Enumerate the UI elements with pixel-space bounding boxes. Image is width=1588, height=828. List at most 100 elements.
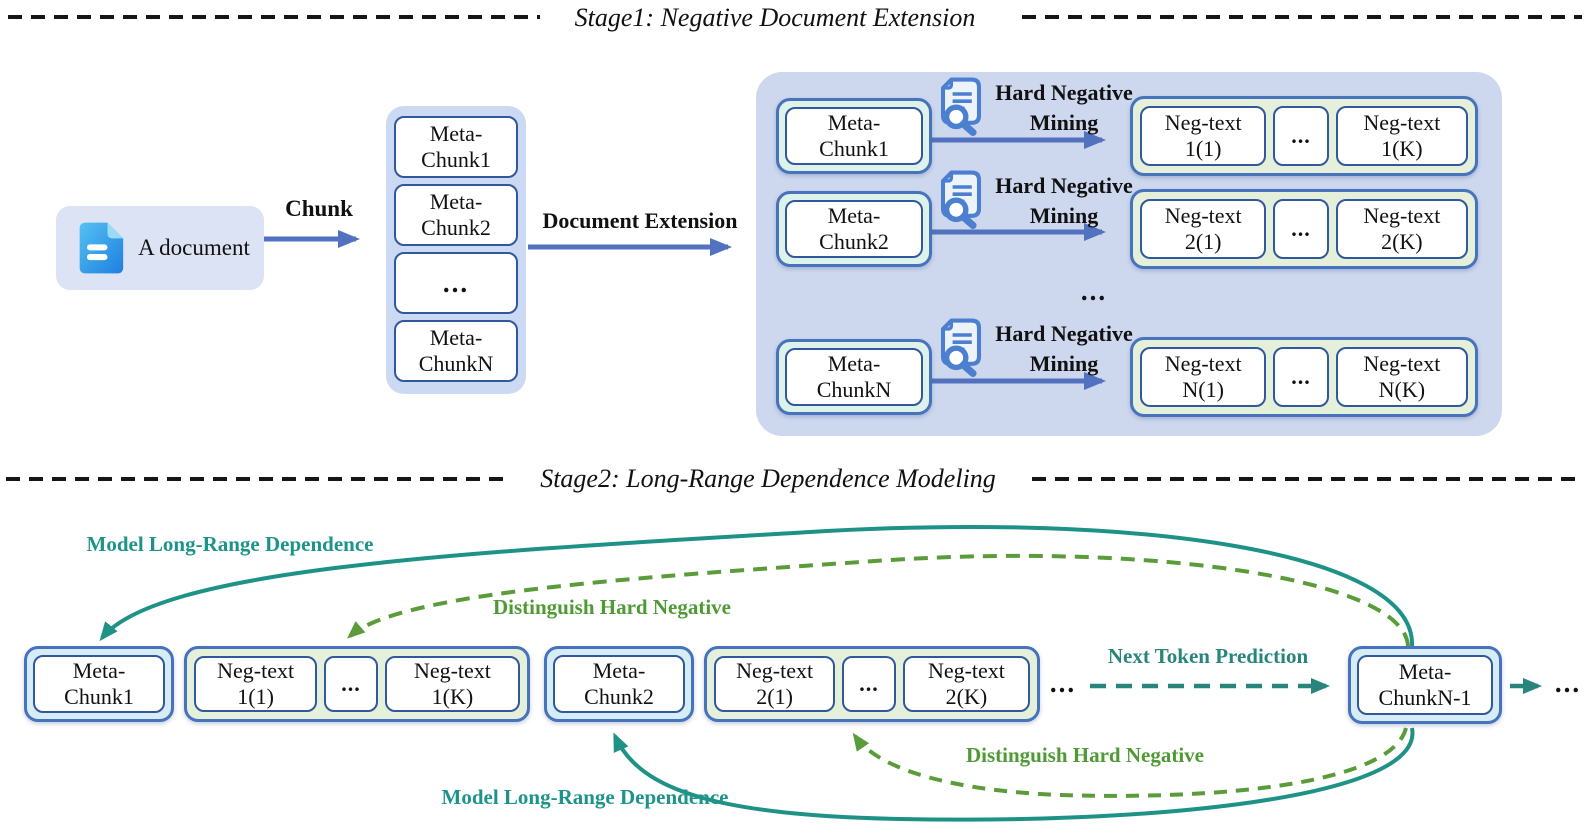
ellipsis: ... <box>1291 123 1311 148</box>
sequence-ellipsis-mid: ... <box>1049 668 1077 698</box>
distinguish-hard-negative-label-top: Distinguish Hard Negative <box>492 595 731 619</box>
rows-ellipsis: ... <box>1080 276 1108 306</box>
box-label-line: Meta- <box>827 110 881 135</box>
neg-text-group-s2: Neg-text 1(1) ... Neg-text 1(K) <box>184 646 530 722</box>
mining-label-line2: Mining <box>1029 110 1099 135</box>
neg-text-ellipsis-box: ... <box>842 656 896 712</box>
document-search-icon <box>940 318 982 377</box>
mining-label: Hard Negative Mining <box>988 171 1140 231</box>
box-label-line: Neg-text <box>736 658 814 683</box>
box-label-line: Meta- <box>827 203 881 228</box>
mining-label: Hard Negative Mining <box>988 78 1140 138</box>
stage1-dash-right <box>1022 15 1582 19</box>
box-label-line: ChunkN-1 <box>1378 685 1472 710</box>
neg-text-group: Neg-text 2(1) ... Neg-text 2(K) <box>1130 189 1478 269</box>
box-label-line: 1(K) <box>1381 136 1423 161</box>
next-token-prediction-label: Next Token Prediction <box>1107 644 1309 668</box>
stage1-title: Stage1: Negative Document Extension <box>574 3 976 32</box>
mining-label-line1: Hard Negative <box>995 173 1133 198</box>
distinguish-hard-negative-label-bottom: Distinguish Hard Negative <box>965 743 1204 767</box>
mining-label-line1: Hard Negative <box>995 321 1133 346</box>
box-label-line: Neg-text <box>1164 110 1242 135</box>
neg-text-ellipsis-box: ... <box>1273 347 1329 407</box>
document-icon <box>79 222 124 274</box>
meta-chunkN1-box-s2: Meta- ChunkN-1 <box>1348 646 1502 724</box>
ellipsis: ... <box>341 671 361 696</box>
box-label-line: 1(1) <box>237 684 274 709</box>
box-label-line: Neg-text <box>413 658 491 683</box>
neg-text-box: Neg-text N(1) <box>1140 347 1267 407</box>
neg-text-box: Neg-text 1(1) <box>1140 106 1267 166</box>
box-label-line: N(K) <box>1378 377 1426 402</box>
meta-chunk1-box-s2: Meta- Chunk1 <box>24 646 174 722</box>
model-long-range-label-top: Model Long-Range Dependence <box>86 532 374 556</box>
box-label-line: N(1) <box>1182 377 1224 402</box>
box-label-line: ChunkN <box>816 377 892 402</box>
neg-text-box: Neg-text 1(K) <box>384 656 520 712</box>
neg-text-box: Neg-text 2(1) <box>1140 199 1267 259</box>
ellipsis: ... <box>1291 364 1311 389</box>
box-label-line: Neg-text <box>1164 203 1242 228</box>
ellipsis: ... <box>1291 216 1311 241</box>
box-label-line: 2(K) <box>1381 229 1423 254</box>
neg-text-box: Neg-text 2(K) <box>902 656 1030 712</box>
box-label-line: Meta- <box>1398 659 1452 684</box>
stage1-dash-left <box>8 15 540 19</box>
box-label-line: Chunk2 <box>421 215 491 240</box>
mining-label-line1: Hard Negative <box>995 80 1133 105</box>
neg-text-box: Neg-text N(K) <box>1335 347 1468 407</box>
box-label-line: Chunk1 <box>64 684 134 709</box>
neg-text-box: Neg-text 2(1) <box>714 656 836 712</box>
neg-text-ellipsis-box: ... <box>1273 199 1329 259</box>
neg-text-group: Neg-text N(1) ... Neg-text N(K) <box>1130 337 1478 417</box>
box-label-line: Neg-text <box>1164 351 1242 376</box>
neg-text-box: Neg-text 1(K) <box>1335 106 1468 166</box>
box-label-line: Meta- <box>429 121 483 146</box>
neg-text-ellipsis-box: ... <box>1273 106 1329 166</box>
chunk-arrow-label: Chunk <box>285 196 353 221</box>
neg-text-group-s2: Neg-text 2(1) ... Neg-text 2(K) <box>704 646 1040 722</box>
box-label-line: Chunk2 <box>819 229 889 254</box>
document-label: A document <box>138 235 250 260</box>
stage2-dash-right <box>1032 477 1584 481</box>
mining-label-line2: Mining <box>1029 351 1099 376</box>
stage2-dash-left <box>6 477 506 481</box>
box-label-line: 1(1) <box>1184 136 1222 161</box>
document-search-icon <box>940 77 982 136</box>
mining-label-line2: Mining <box>1029 203 1099 228</box>
box-label-line: Meta- <box>72 658 126 683</box>
box-label-line: Chunk1 <box>819 136 889 161</box>
ellipsis: ... <box>442 267 470 298</box>
box-label-line: 2(1) <box>756 684 793 709</box>
neg-text-group: Neg-text 1(1) ... Neg-text 1(K) <box>1130 96 1478 176</box>
model-long-range-label-bottom: Model Long-Range Dependence <box>441 785 729 809</box>
meta-chunk-box: Meta- ChunkN <box>776 339 932 415</box>
box-label-line: Neg-text <box>1363 203 1441 228</box>
box-label-line: Meta- <box>592 658 646 683</box>
box-label-line: Neg-text <box>1363 351 1441 376</box>
box-label-line: 2(1) <box>1184 229 1222 254</box>
chunk-stack-ellipsis-box: ... <box>394 252 518 314</box>
chunk-stack-item: Meta- Chunk2 <box>394 184 518 246</box>
box-label-line: Meta- <box>827 351 881 376</box>
box-label-line: 2(K) <box>945 684 988 709</box>
neg-text-ellipsis-box: ... <box>324 656 378 712</box>
ellipsis: ... <box>859 671 879 696</box>
mining-label: Hard Negative Mining <box>988 319 1140 379</box>
neg-text-box: Neg-text 1(1) <box>194 656 318 712</box>
stage2-title: Stage2: Long-Range Dependence Modeling <box>540 464 996 493</box>
box-label-line: Meta- <box>429 189 483 214</box>
document-extension-label: Document Extension <box>542 208 738 233</box>
box-label-line: Neg-text <box>217 658 295 683</box>
box-label-line: Meta- <box>429 325 483 350</box>
sequence-ellipsis-end: ... <box>1554 668 1582 698</box>
box-label-line: Neg-text <box>1363 110 1441 135</box>
box-label-line: Chunk1 <box>421 147 491 172</box>
box-label-line: 1(K) <box>431 684 474 709</box>
box-label-line: ChunkN <box>418 351 494 376</box>
neg-text-box: Neg-text 2(K) <box>1335 199 1468 259</box>
meta-chunk2-box-s2: Meta- Chunk2 <box>544 646 694 722</box>
meta-chunk-box: Meta- Chunk2 <box>776 191 932 267</box>
meta-chunk-box: Meta- Chunk1 <box>776 98 932 174</box>
